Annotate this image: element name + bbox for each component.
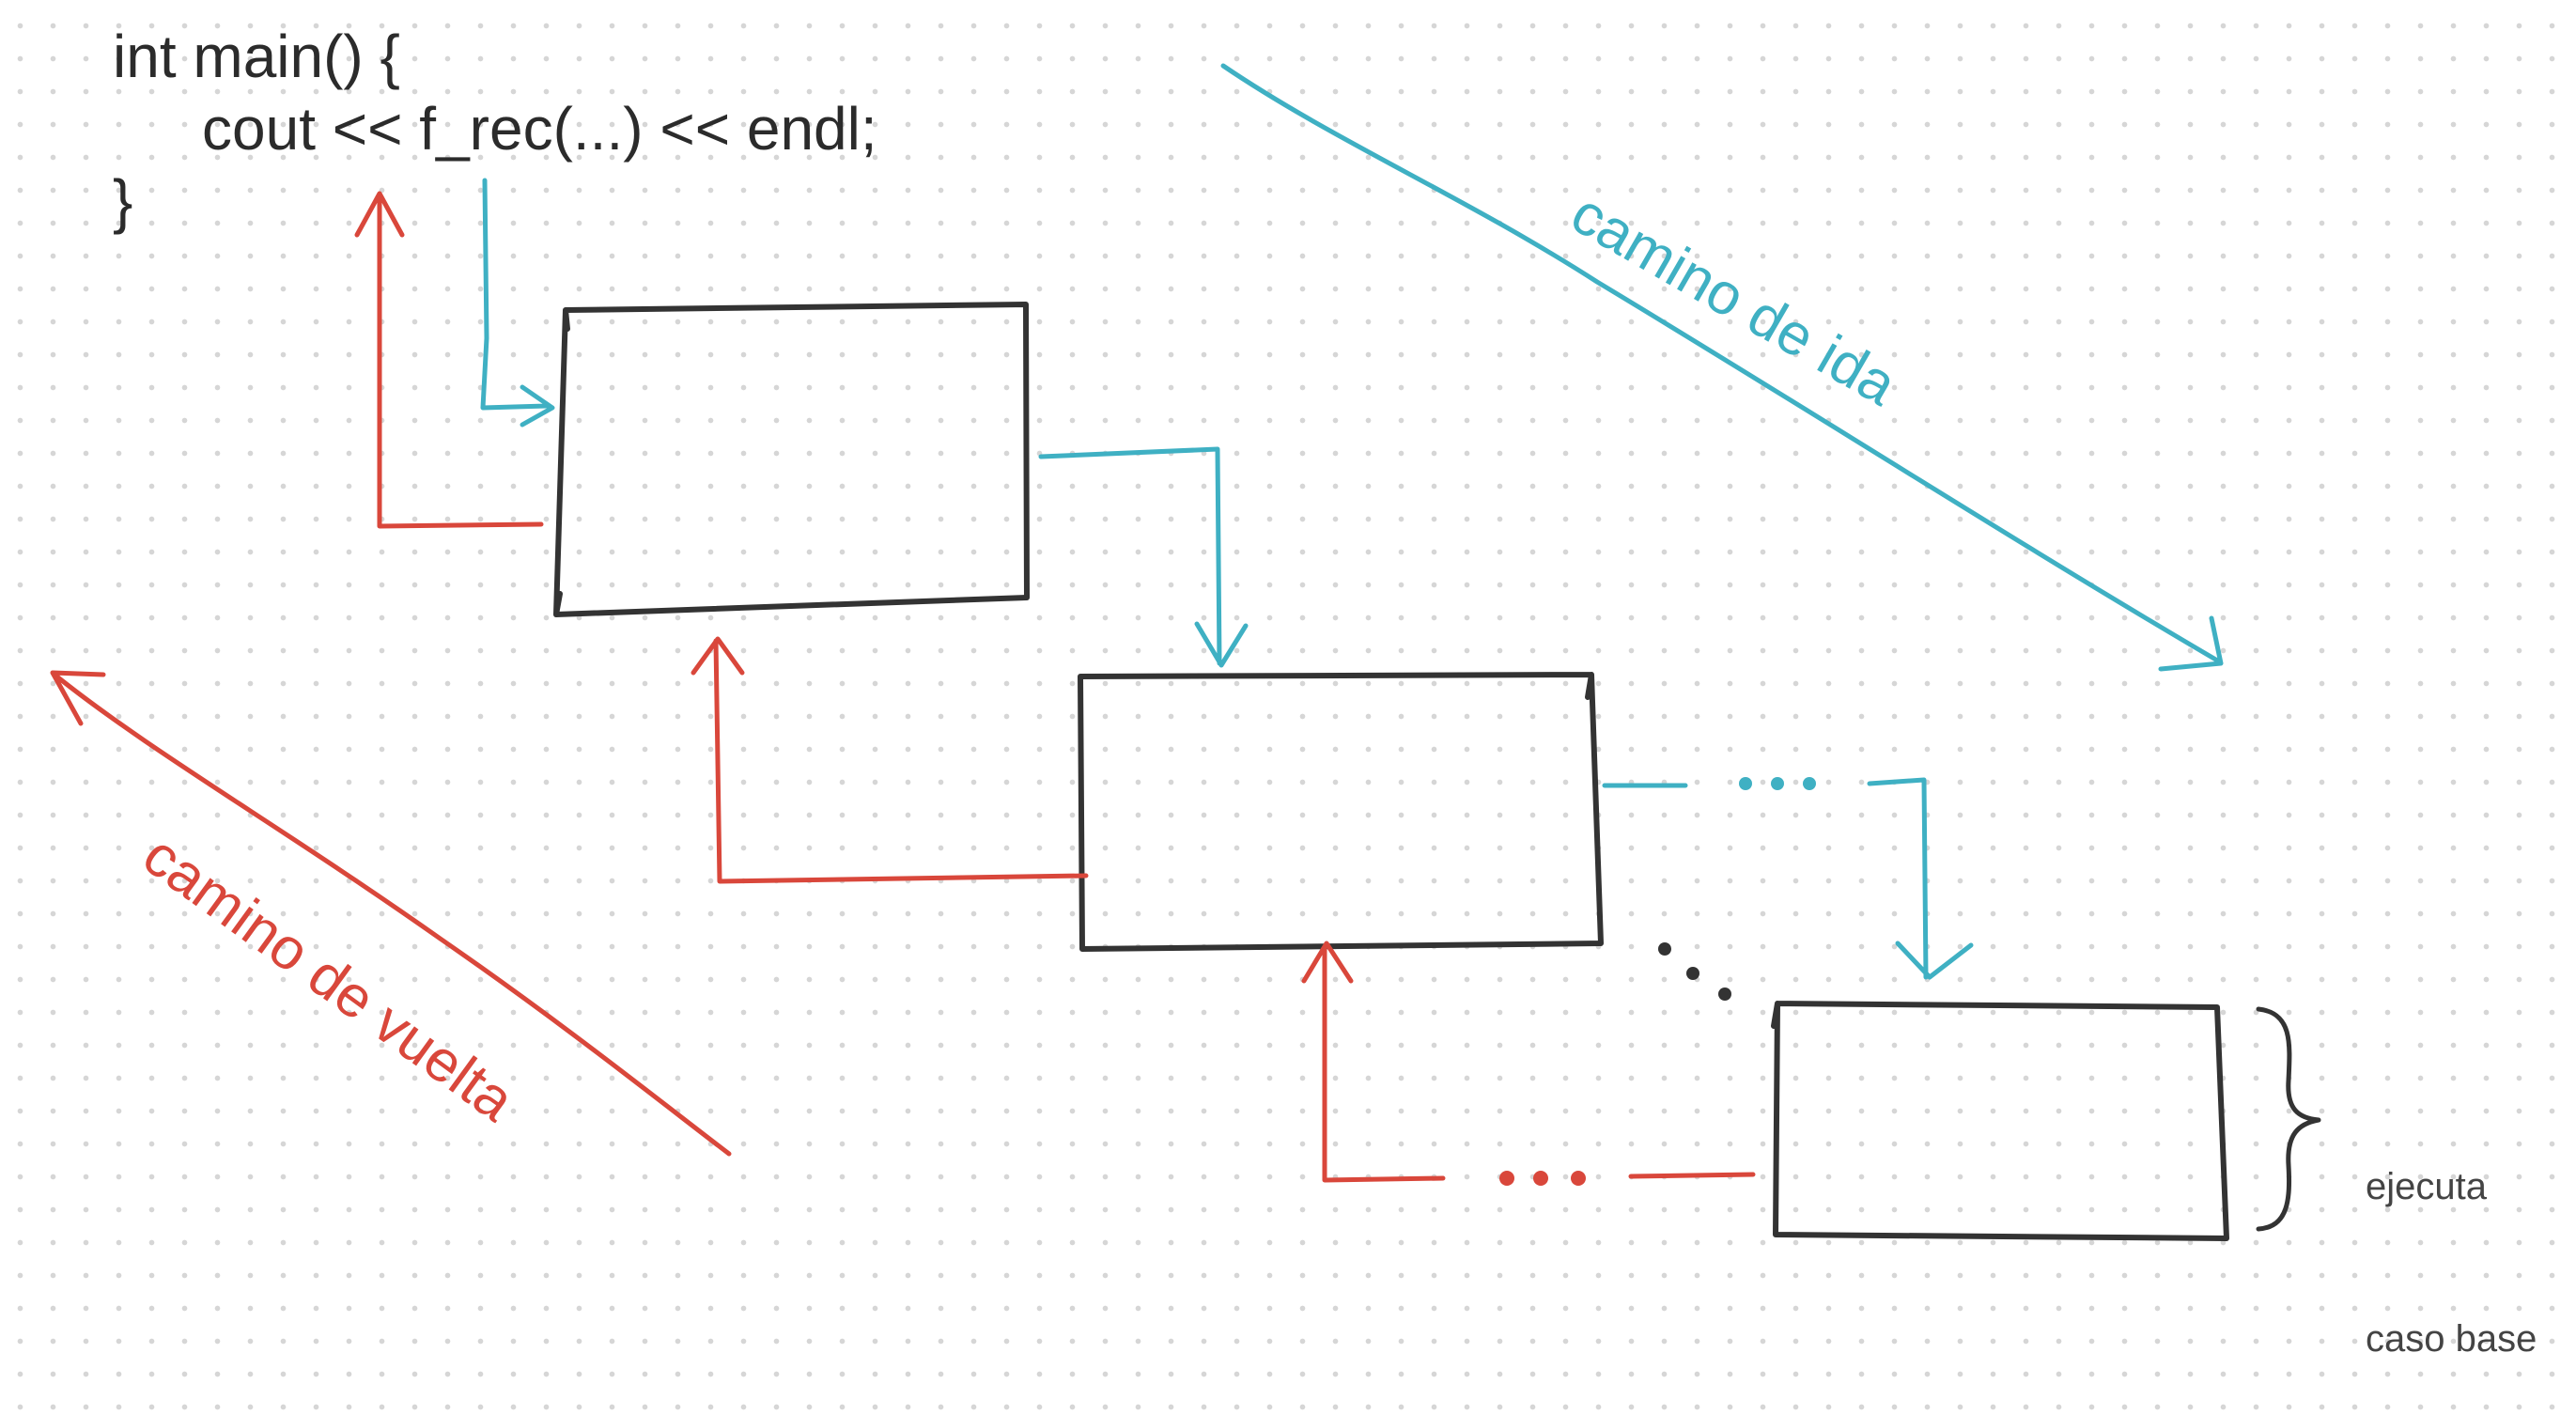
camino-de-vuelta-label: camino de vuelta xyxy=(132,823,526,1135)
call-arrow-main-to-frame1 xyxy=(480,178,555,428)
frames-ellipsis-dots xyxy=(1658,942,1731,1001)
frame-box-3 xyxy=(1771,1001,2229,1241)
call-arrow-frame1-to-frame2 xyxy=(1038,446,1249,668)
base-case-note-line1: ejecuta xyxy=(2366,1166,2487,1207)
ida-direction-arrow xyxy=(1220,63,2224,672)
base-case-note: ejecuta caso base xyxy=(2366,1060,2537,1415)
code-line-close-brace: } xyxy=(113,167,133,235)
vuelta-direction-arrow xyxy=(50,670,732,1157)
frame-box-2 xyxy=(1078,672,1604,952)
camino-de-ida-label: camino de ida xyxy=(1560,180,1907,418)
base-case-note-line2: caso base xyxy=(2366,1318,2537,1360)
code-line-main: int main() { xyxy=(113,23,400,90)
base-case-brace xyxy=(2256,1006,2321,1232)
return-arrow-frame1-to-main xyxy=(354,191,544,529)
recursion-diagram: camino de ida camino de vuelta xyxy=(50,63,2321,1241)
return-ellipsis-dots xyxy=(1499,1171,1586,1186)
frame-box-1 xyxy=(553,302,1030,617)
return-arrow-frame2-to-frame1 xyxy=(691,636,1089,884)
call-ellipsis-dots xyxy=(1739,777,1816,790)
return-arrow-frame3-to-ellipsis xyxy=(1628,1172,1756,1179)
return-arrow-ellipsis-to-frame2 xyxy=(1301,941,1446,1183)
code-line-cout: cout << f_rec(...) << endl; xyxy=(202,95,877,163)
call-arrow-ellipsis-to-frame3 xyxy=(1867,777,1974,980)
